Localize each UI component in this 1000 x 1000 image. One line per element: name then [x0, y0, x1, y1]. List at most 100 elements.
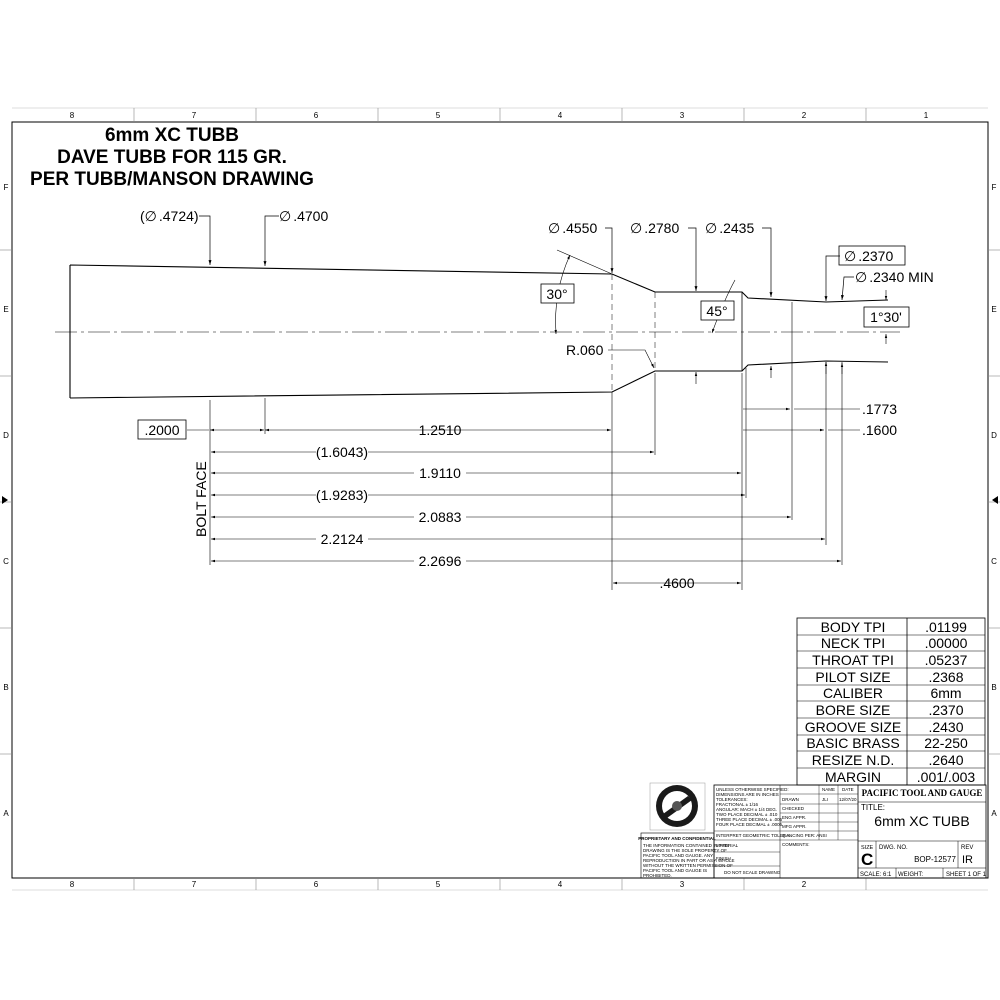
- svg-text:C: C: [991, 557, 997, 566]
- dia-2340: ∅.2340 MIN: [855, 269, 934, 285]
- length-dim-lines: [187, 407, 860, 585]
- len-2000: .2000: [144, 422, 179, 438]
- len-19283: (1.9283): [316, 487, 368, 503]
- len-16043: (1.6043): [316, 444, 368, 460]
- shoulder-angle: 30°: [546, 286, 567, 302]
- svg-text:4: 4: [558, 111, 563, 120]
- do-not-scale: DO NOT SCALE DRAWING: [724, 870, 781, 875]
- title-label: TITLE:: [861, 803, 885, 812]
- taper-angle: 1°30': [870, 309, 902, 325]
- dia-2370-box: [838, 245, 906, 266]
- svg-text:1: 1: [924, 111, 929, 120]
- svg-text:THE INFORMATION CONTAINED IN T: THE INFORMATION CONTAINED IN THIS: [643, 843, 729, 848]
- dia-4550: ∅.4550: [548, 220, 597, 236]
- specs-rows: BODY TPI .01199 NECK TPI .00000 THROAT T…: [805, 619, 976, 785]
- checked-label: CHECKED: [782, 806, 805, 811]
- svg-text:THREE PLACE DECIMAL ± .005: THREE PLACE DECIMAL ± .005: [716, 817, 783, 822]
- svg-text:2: 2: [802, 111, 807, 120]
- svg-text:WITHOUT THE WRITTEN PERMISSION: WITHOUT THE WRITTEN PERMISSION OF: [643, 863, 733, 868]
- len-12510: 1.2510: [419, 422, 462, 438]
- spec-label: CALIBER: [823, 685, 883, 701]
- svg-text:A: A: [991, 809, 997, 818]
- len-1773: .1773: [862, 401, 897, 417]
- svg-text:TWO PLACE DECIMAL ± .010: TWO PLACE DECIMAL ± .010: [716, 812, 778, 817]
- throat-angle-box: [700, 300, 735, 321]
- dia-4724: (∅.4724): [140, 208, 199, 224]
- svg-text:FRACTIONAL ± 1/16: FRACTIONAL ± 1/16: [716, 802, 759, 807]
- weight: WEIGHT:: [898, 872, 923, 878]
- zone-labels-top: 8 7 6 5 4 3 2 1: [70, 111, 929, 120]
- shoulder-angle-box: [540, 283, 575, 304]
- throat-angle: 45°: [706, 303, 727, 319]
- center-mark-right: [992, 496, 998, 504]
- svg-text:C: C: [3, 557, 9, 566]
- name-col: NAME: [822, 787, 835, 792]
- spec-value: .001/.003: [917, 769, 976, 785]
- drawn-label: DRAWN: [782, 797, 799, 802]
- proprietary-text: THE INFORMATION CONTAINED IN THIS DRAWIN…: [643, 843, 735, 878]
- rev-label: REV: [961, 845, 973, 851]
- svg-text:6: 6: [314, 111, 319, 120]
- dia-2780: ∅.2780: [630, 220, 679, 236]
- len-19110-bg: [414, 464, 466, 480]
- svg-text:A: A: [3, 809, 9, 818]
- inner-diameter-arrows: [209, 260, 844, 384]
- svg-text:5: 5: [436, 880, 441, 889]
- len-22124: 2.2124: [321, 531, 364, 547]
- title-line3: PER TUBB/MANSON DRAWING: [30, 169, 314, 190]
- spec-value: 22-250: [924, 735, 968, 751]
- svg-text:8: 8: [70, 111, 75, 120]
- spec-value: .01199: [925, 619, 967, 635]
- finish-label: FINISH: [716, 856, 731, 861]
- len-20883-bg: [414, 508, 466, 524]
- len-2000-box: [137, 419, 187, 440]
- svg-text:REPRODUCTION IN PART OR AS A W: REPRODUCTION IN PART OR AS A WHOLE: [643, 858, 735, 863]
- dia-4700: ∅.4700: [279, 208, 328, 224]
- spec-label: BORE SIZE: [816, 702, 891, 718]
- svg-text:D: D: [991, 431, 997, 440]
- svg-text:3: 3: [680, 111, 685, 120]
- title-block-frame: [640, 784, 987, 879]
- svg-text:PACIFIC TOOL AND GAUGE. ANY: PACIFIC TOOL AND GAUGE. ANY: [643, 853, 713, 858]
- company-logo: [649, 782, 706, 831]
- dwg-label: DWG. NO.: [879, 845, 908, 851]
- rev-value: IR: [962, 854, 973, 866]
- spec-label: RESIZE N.D.: [812, 752, 894, 768]
- zone-labels-side: F E D C B A F E D C B A: [3, 183, 997, 818]
- size-value: C: [861, 850, 873, 869]
- taper-angle-box: [863, 306, 910, 328]
- eng-appr-label: ENG APPR.: [782, 815, 806, 820]
- spec-label: GROOVE SIZE: [805, 719, 901, 735]
- radius-leader: [608, 349, 655, 369]
- drawing-title: 6mm XC TUBB: [874, 813, 969, 829]
- spec-label: NECK TPI: [821, 635, 885, 651]
- title-line1: 6mm XC TUBB: [105, 125, 239, 146]
- chamber-profile: [69, 264, 889, 399]
- svg-text:8: 8: [70, 880, 75, 889]
- center-mark-left: [2, 496, 8, 504]
- title-line2: DAVE TUBB FOR 115 GR.: [57, 147, 287, 168]
- svg-text:F: F: [992, 183, 997, 192]
- drawn-name: JLI: [822, 797, 828, 802]
- mfg-appr-label: MFG APPR.: [782, 824, 807, 829]
- material-label: MATERIAL: [716, 843, 739, 848]
- svg-text:7: 7: [192, 111, 197, 120]
- svg-text:E: E: [991, 305, 996, 314]
- bolt-face-label: BOLT FACE: [193, 461, 209, 537]
- svg-text:B: B: [991, 683, 996, 692]
- size-label: SIZE: [861, 845, 874, 851]
- spec-value: .00000: [925, 635, 968, 651]
- svg-text:D: D: [3, 431, 9, 440]
- svg-text:7: 7: [192, 880, 197, 889]
- dia-2435: ∅.2435: [705, 220, 754, 236]
- zone-ticks: [0, 108, 1000, 890]
- len-19283-bg: [316, 486, 368, 502]
- comments-label: COMMENTS:: [782, 842, 810, 847]
- svg-text:2: 2: [802, 880, 807, 889]
- drawn-date: 12/07/20: [839, 797, 857, 802]
- svg-text:DRAWING IS THE SOLE PROPERTY O: DRAWING IS THE SOLE PROPERTY OF: [643, 848, 727, 853]
- svg-text:ANGULAR: MACH ± 1/4 DEG.: ANGULAR: MACH ± 1/4 DEG.: [716, 807, 777, 812]
- sheet: SHEET 1 OF 1: [946, 872, 987, 878]
- svg-text:UNLESS OTHERWISE SPECIFIED:: UNLESS OTHERWISE SPECIFIED:: [716, 787, 789, 792]
